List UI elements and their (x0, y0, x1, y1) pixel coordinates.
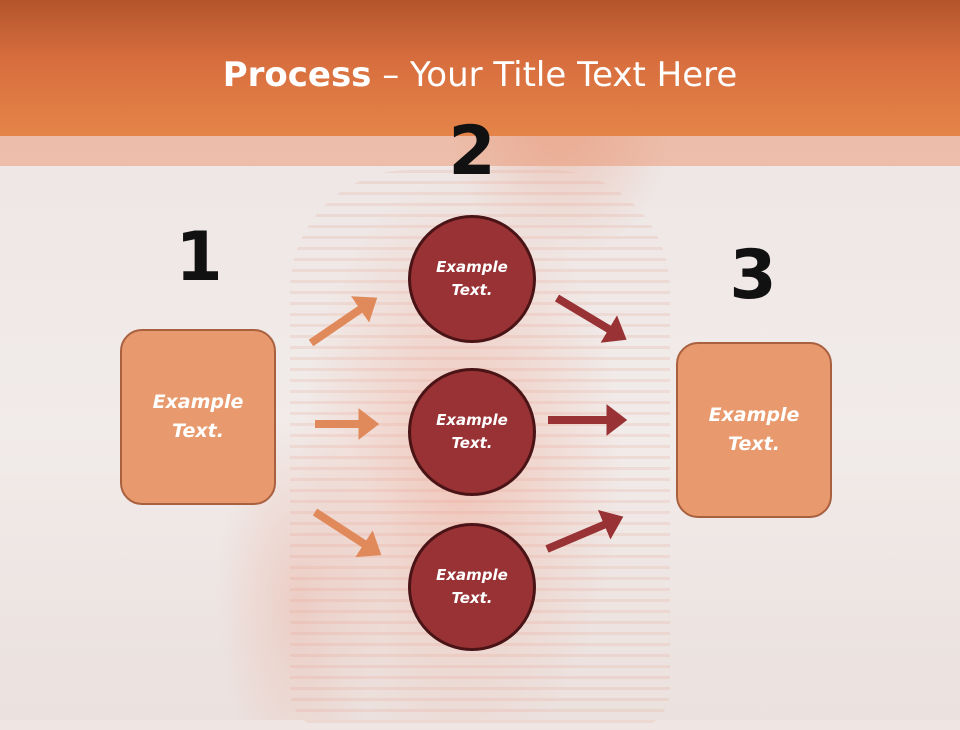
title-bar-band (0, 136, 960, 166)
step-3-box[interactable]: Example Text. (676, 342, 832, 518)
arrow-1-to-top (308, 296, 378, 347)
arrow-1-to-bottom (312, 508, 382, 558)
title-bar (0, 0, 960, 136)
step-3-box-text: Example Text. (708, 404, 800, 455)
title-rest: – Your Title Text Here (371, 55, 738, 95)
circle-middle-text: Example Text. (436, 411, 508, 452)
slide-title: Process – Your Title Text Here (0, 52, 960, 98)
arrow-top-to-3 (554, 294, 627, 343)
step-2-circle-top[interactable]: Example Text. (408, 215, 536, 343)
step-3-number: 3 (729, 236, 777, 315)
circle-top-text: Example Text. (436, 258, 508, 299)
step-2-circle-bottom[interactable]: Example Text. (408, 523, 536, 651)
step-1-box-text: Example Text. (152, 391, 244, 442)
step-1-number: 1 (175, 218, 223, 297)
step-2-number: 2 (448, 112, 496, 191)
circle-bottom-text: Example Text. (436, 566, 508, 607)
arrow-bottom-to-3 (545, 510, 624, 553)
title-bold: Process (222, 55, 372, 95)
step-1-box[interactable]: Example Text. (120, 329, 276, 505)
step-2-circle-middle[interactable]: Example Text. (408, 368, 536, 496)
